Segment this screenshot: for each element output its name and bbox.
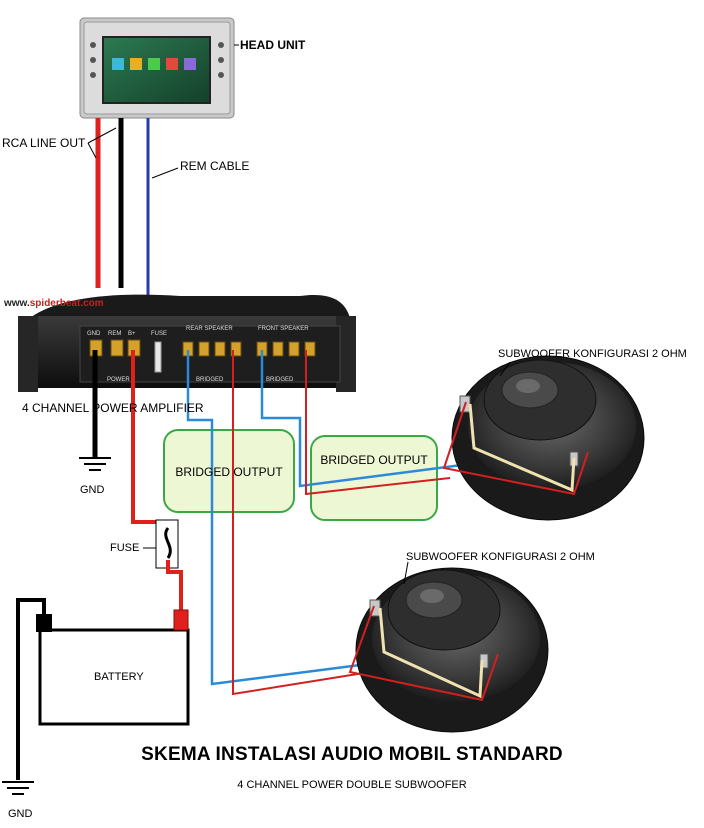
amp-label-power: POWER xyxy=(107,377,130,383)
rca-line-out-label: RCA LINE OUT xyxy=(2,136,86,150)
front-wire-red xyxy=(305,350,451,496)
rem-cable-label: REM CABLE xyxy=(180,159,250,173)
rem-pointer-line xyxy=(151,167,179,179)
amp-ground-symbol xyxy=(79,457,111,471)
fuse-label: FUSE xyxy=(110,542,140,554)
watermark-brand: spiderbeat xyxy=(29,298,81,309)
amp-label-bridged-rear: BRIDGED xyxy=(196,377,224,383)
battery-label: BATTERY xyxy=(94,671,144,683)
fuse xyxy=(143,519,179,569)
amp-gnd-label: GND xyxy=(80,484,105,496)
watermark-prefix: www. xyxy=(4,298,30,309)
battery-ground-wire xyxy=(16,598,46,780)
diagram-subtitle: 4 CHANNEL POWER DOUBLE SUBWOOFER xyxy=(237,779,467,791)
subwoofer-bottom xyxy=(348,561,549,733)
rear-wire-red xyxy=(232,350,371,696)
subwoofer-top xyxy=(442,355,645,521)
amp-label-bridged-front: BRIDGED xyxy=(266,377,294,383)
sub-bottom-link-red xyxy=(348,605,499,702)
bridged-output-box-2 xyxy=(310,435,438,521)
diagram-title: SKEMA INSTALASI AUDIO MOBIL STANDARD xyxy=(141,744,563,765)
front-wire-blue xyxy=(260,350,517,488)
amplifier-label: 4 CHANNEL POWER AMPLIFIER xyxy=(22,401,204,415)
power-wire-to-battery xyxy=(166,560,183,612)
head-unit-label: HEAD UNIT xyxy=(240,38,306,52)
watermark-suffix: .com xyxy=(80,298,104,309)
subwoofer-top-label: SUBWOOFER KONFIGURASI 2 OHM xyxy=(498,348,687,360)
amp-label-bplus: B+ xyxy=(128,331,136,337)
amp-label-fuse: FUSE xyxy=(151,331,167,337)
battery-positive-terminal xyxy=(173,609,189,631)
rear-speaker-terminals xyxy=(182,341,242,357)
bridged-output-label-2: BRIDGED OUTPUT xyxy=(320,453,428,467)
battery xyxy=(36,609,190,726)
amp-label-front-speaker: FRONT SPEAKER xyxy=(258,326,309,332)
amp-label-rem: REM xyxy=(108,331,121,337)
sub-bottom-link-cream xyxy=(378,607,484,699)
rear-wire-blue xyxy=(186,350,369,686)
rca-pointer-line xyxy=(87,142,97,159)
amp-label-rear-speaker: REAR SPEAKER xyxy=(186,326,233,332)
watermark: www.spiderbeat.com xyxy=(4,298,104,309)
sub-top-link-red xyxy=(442,401,589,496)
bridged-output-box-1 xyxy=(163,429,295,513)
bridged-output-label-1: BRIDGED OUTPUT xyxy=(175,465,283,479)
battery-gnd-label: GND xyxy=(8,808,33,820)
battery-ground-symbol xyxy=(2,781,34,795)
subwoofer-bottom-label: SUBWOOFER KONFIGURASI 2 OHM xyxy=(406,551,595,563)
sub-top-link-cream xyxy=(468,403,576,493)
amp-label-gnd: GND xyxy=(87,331,101,337)
head-unit xyxy=(79,17,235,119)
battery-negative-terminal xyxy=(36,614,52,632)
rca-pointer-line-2 xyxy=(87,127,117,144)
